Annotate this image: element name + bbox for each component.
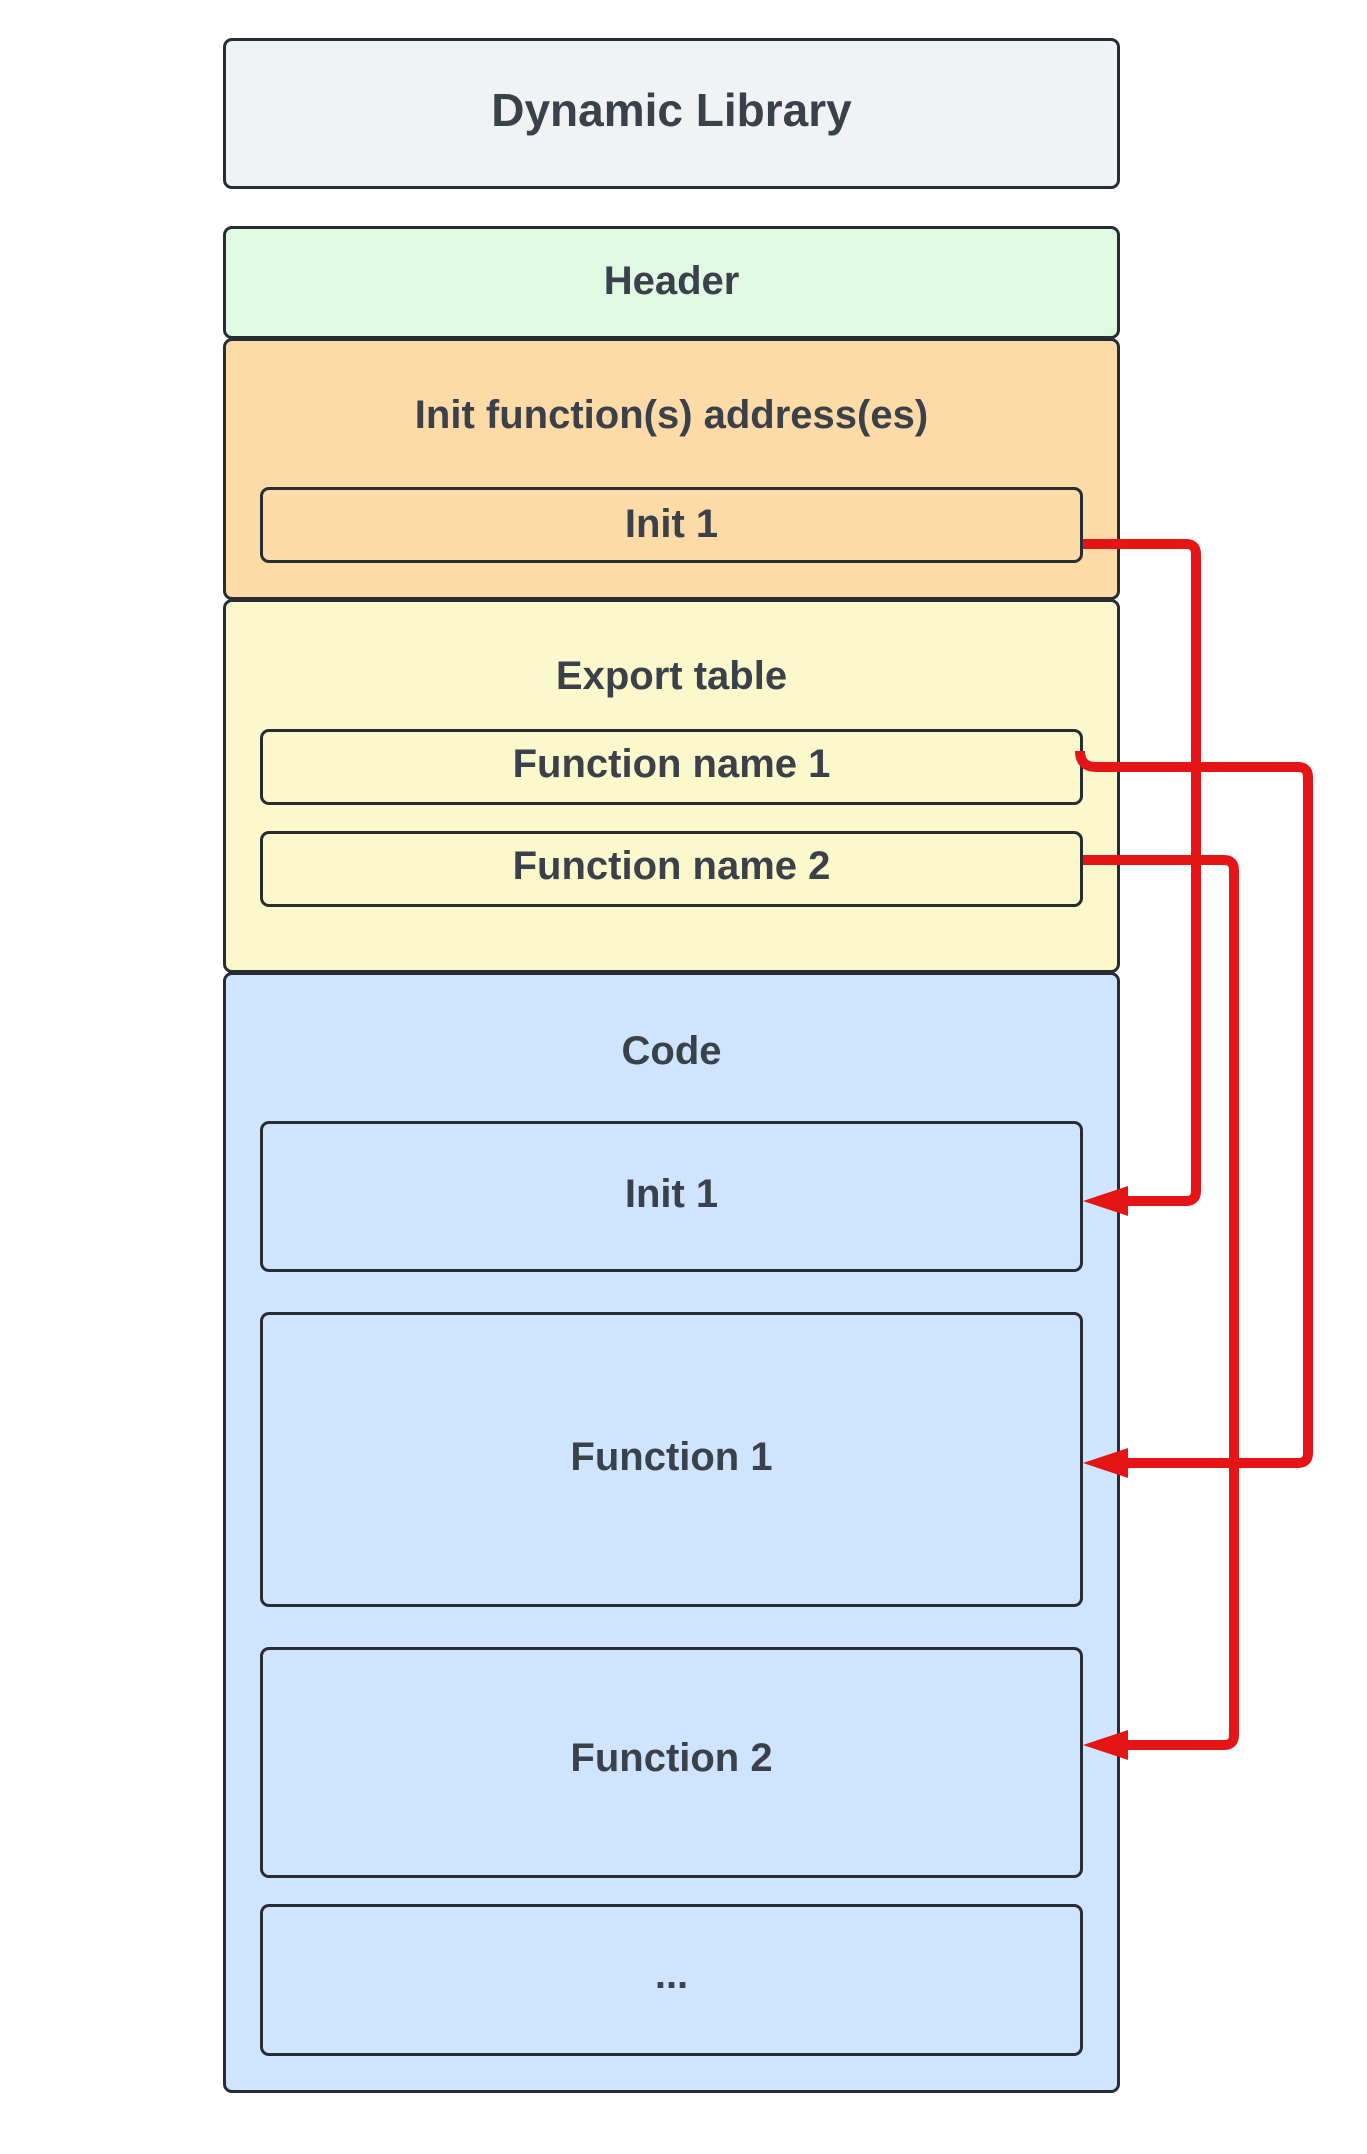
code-ellipsis-label: ...: [654, 1953, 689, 1997]
title-box: Dynamic Library: [223, 38, 1120, 189]
init-table-label: Init function(s) address(es): [414, 393, 929, 437]
code-init-1-label: Init 1: [624, 1172, 719, 1216]
code-label: Code: [621, 1029, 722, 1073]
arrowhead-function-2: [1083, 1730, 1128, 1760]
code-ellipsis: ...: [260, 1904, 1083, 2056]
init-entry-label: Init 1: [624, 502, 719, 546]
code-function-2: Function 2: [260, 1647, 1083, 1878]
title-label: Dynamic Library: [491, 84, 852, 136]
code-function-1-label: Function 1: [570, 1435, 773, 1479]
init-table-entry: Init 1: [260, 487, 1083, 563]
export-table-label: Export table: [555, 654, 788, 698]
arrow-function-1: [1075, 750, 1313, 1468]
export-entry-1-label: Function name 1: [512, 742, 831, 786]
arrow-function-2: [1083, 855, 1239, 1750]
arrowhead-function-1: [1083, 1448, 1128, 1478]
export-entry-2-label: Function name 2: [512, 844, 831, 888]
code-function-2-label: Function 2: [570, 1736, 773, 1780]
arrowhead-init-1: [1083, 1186, 1128, 1216]
arrow-init-1: [1083, 539, 1201, 1206]
code-init-1: Init 1: [260, 1121, 1083, 1272]
header-label: Header: [603, 259, 740, 303]
code-function-1: Function 1: [260, 1312, 1083, 1607]
export-entry-2: Function name 2: [260, 831, 1083, 907]
header-section: Header: [223, 226, 1120, 339]
export-entry-1: Function name 1: [260, 729, 1083, 805]
